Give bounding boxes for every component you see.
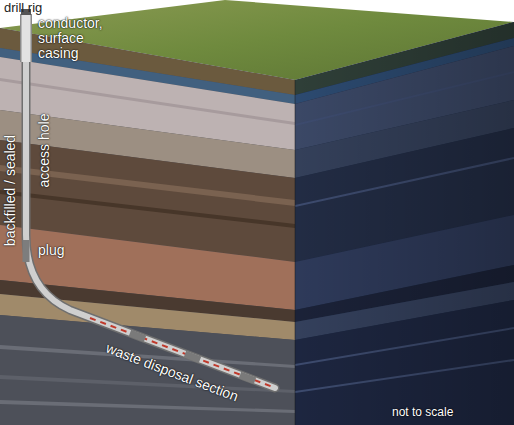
scale-note: not to scale (392, 405, 453, 420)
plug-label: plug (38, 243, 64, 258)
front-strata (0, 0, 295, 425)
well-bore (21, 9, 275, 388)
backfill-label: backfilled / sealed (4, 134, 19, 245)
rig-label: drill rig (4, 0, 42, 15)
casing-label: conductor, surface casing (38, 16, 118, 61)
side-strata (295, 0, 514, 425)
hole-label: access hole (38, 113, 53, 187)
